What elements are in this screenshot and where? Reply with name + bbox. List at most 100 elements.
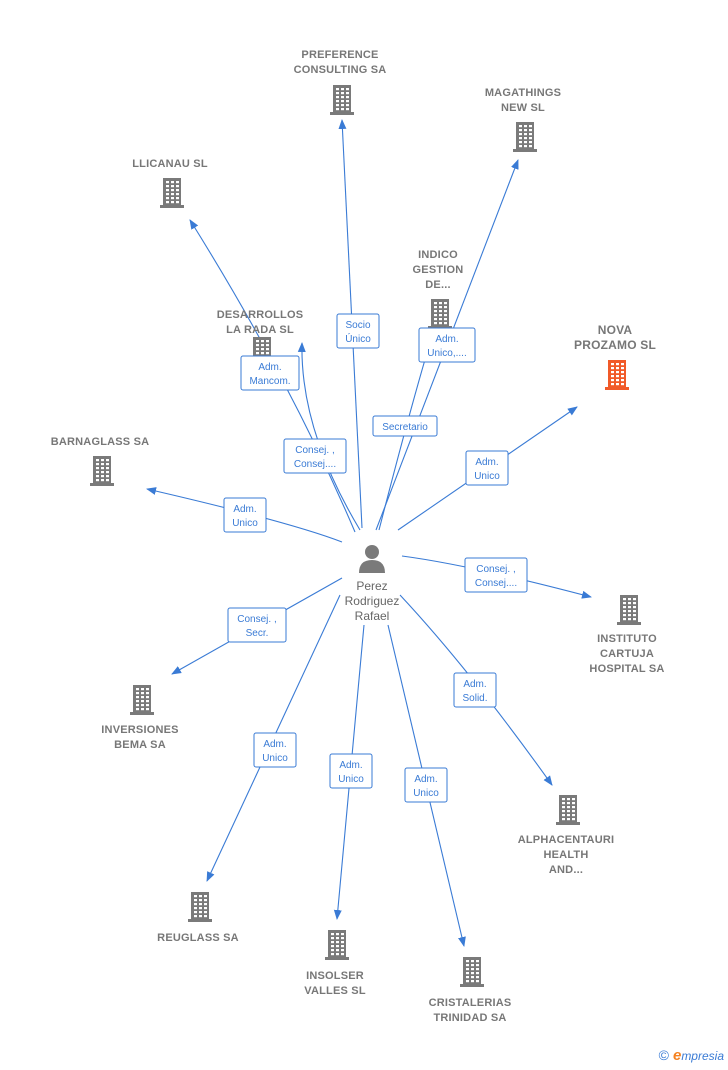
edge-label-cristalerias[interactable]: Adm. Unico <box>404 767 448 803</box>
edge-label-text: Unico <box>474 471 500 482</box>
building-icon <box>556 795 580 825</box>
building-icon <box>605 360 629 390</box>
company-node-alphacentauri[interactable]: ALPHACENTAURI HEALTH AND... <box>518 795 615 876</box>
edge-label-box <box>465 450 509 486</box>
edge-label-text: Adm. <box>258 362 281 373</box>
company-name-line: GESTION <box>413 264 464 276</box>
edge-label-text: Unico <box>338 774 364 785</box>
company-node-indico[interactable]: INDICOGESTIONDE... <box>413 249 464 329</box>
building-icon <box>330 85 354 115</box>
edge-label-insolser[interactable]: Adm. Unico <box>329 753 373 789</box>
edge-label-box <box>240 355 300 391</box>
edge-label-barnaglass[interactable]: Adm. Unico <box>223 497 267 533</box>
building-icon <box>428 299 452 329</box>
company-name-line: CARTUJA <box>600 648 654 660</box>
company-name-line: CONSULTING SA <box>294 64 387 76</box>
edge-label-text: Adm. <box>339 760 362 771</box>
company-name-line: INSTITUTO <box>597 633 657 645</box>
company-name-line: TRINIDAD SA <box>433 1012 506 1024</box>
company-node-barnaglass[interactable]: BARNAGLASS SA <box>51 436 150 486</box>
person-name-line: Perez <box>356 579 387 593</box>
company-name-line: INSOLSER <box>306 970 364 982</box>
edge-label-box <box>453 672 497 708</box>
edge-label-text: Único <box>345 332 371 345</box>
edge-label-text: Unico,.... <box>427 348 466 359</box>
edge-label-text: Solid. <box>462 693 487 704</box>
company-name-line: INVERSIONES <box>101 724 178 736</box>
company-node-magathings[interactable]: MAGATHINGS NEW SL <box>485 87 561 152</box>
edge-label-text: Unico <box>232 518 258 529</box>
edge-label-box <box>329 753 373 789</box>
company-name-line: HOSPITAL SA <box>589 663 664 675</box>
company-node-llicanau[interactable]: LLICANAU SL <box>132 158 208 208</box>
edge-label-instituto[interactable]: Consej. ,Consej.... <box>464 557 528 593</box>
building-icon <box>460 957 484 987</box>
company-name-line: HEALTH <box>544 849 589 861</box>
edge-label-box <box>464 557 528 593</box>
edges-layer <box>146 119 592 947</box>
company-node-inversiones[interactable]: INVERSIONES BEMA SA <box>101 685 178 751</box>
company-name-line: REUGLASS SA <box>157 932 239 944</box>
edge-desarrollos <box>297 342 361 531</box>
company-name-line: ALPHACENTAURI <box>518 834 615 846</box>
edge-label-text: Secretario <box>382 422 428 433</box>
edge-label-magathings[interactable]: Secretario <box>372 415 438 437</box>
building-icon <box>160 178 184 208</box>
edge-labels-layer: SocioÚnicoSecretarioAdm.Unico,....Adm.Ma… <box>223 313 528 803</box>
edge-label-text: Consej. , <box>295 445 334 456</box>
edge-barnaglass <box>146 487 343 543</box>
company-node-instituto[interactable]: INSTITUTO CARTUJA HOSPITAL SA <box>589 595 664 675</box>
person-icon <box>359 545 385 573</box>
edge-label-box <box>336 313 380 349</box>
edge-label-box <box>372 415 438 437</box>
edge-label-box <box>418 327 476 363</box>
edge-label-text: Unico <box>262 753 288 764</box>
person-name-line: Rafael <box>355 609 390 623</box>
edge-label-alphacentauri[interactable]: Adm.Solid. <box>453 672 497 708</box>
company-name-line: BEMA SA <box>114 739 166 751</box>
edge-label-box <box>283 438 347 474</box>
edge-label-box <box>404 767 448 803</box>
edge-label-text: Consej.... <box>475 578 517 589</box>
edge-label-inversiones[interactable]: Consej. , Secr. <box>227 607 287 643</box>
edge-label-box <box>253 732 297 768</box>
company-name-line: AND... <box>549 864 583 876</box>
edge-label-text: Secr. <box>246 628 269 639</box>
company-name-line: MAGATHINGS <box>485 87 561 99</box>
company-node-preference[interactable]: PREFERENCE CONSULTING SA <box>294 49 387 115</box>
building-icon <box>130 685 154 715</box>
edge-label-text: Adm. <box>233 504 256 515</box>
building-icon <box>617 595 641 625</box>
edge-label-text: Mancom. <box>249 376 290 387</box>
company-name-line: NOVA <box>598 323 633 337</box>
edge-label-llicanau[interactable]: Adm. Mancom. <box>240 355 300 391</box>
edge-label-desarrollos[interactable]: Consej. , Consej.... <box>283 438 347 474</box>
building-icon <box>90 456 114 486</box>
company-name-line: LA RADA SL <box>226 324 294 336</box>
edge-label-text: Socio <box>345 320 370 331</box>
edge-label-text: Consej.... <box>294 459 336 470</box>
edge-label-text: Consej. , <box>237 614 276 625</box>
nodes-layer: PREFERENCE CONSULTING SA MAGATHINGS NEW SL L… <box>51 49 665 1024</box>
company-name-line: NEW SL <box>501 102 545 114</box>
edge-label-text: Unico <box>413 788 439 799</box>
edge-label-box <box>223 497 267 533</box>
edge-label-indico[interactable]: Adm. Unico,.... <box>418 327 476 363</box>
company-name-line: PREFERENCE <box>301 49 378 61</box>
edge-label-nova[interactable]: Adm. Unico <box>465 450 509 486</box>
brand-footer: ©empresia <box>659 1047 724 1064</box>
brand-name: mpresia <box>681 1049 724 1063</box>
edge-label-text: Adm. <box>475 457 498 468</box>
company-node-reuglass[interactable]: REUGLASS SA <box>157 892 239 944</box>
edge-label-reuglass[interactable]: Adm.Unico <box>253 732 297 768</box>
edge-label-text: Adm. <box>435 334 458 345</box>
company-name-line: DE... <box>425 279 450 291</box>
building-icon <box>188 892 212 922</box>
edge-label-text: Adm. <box>414 774 437 785</box>
building-icon <box>513 122 537 152</box>
